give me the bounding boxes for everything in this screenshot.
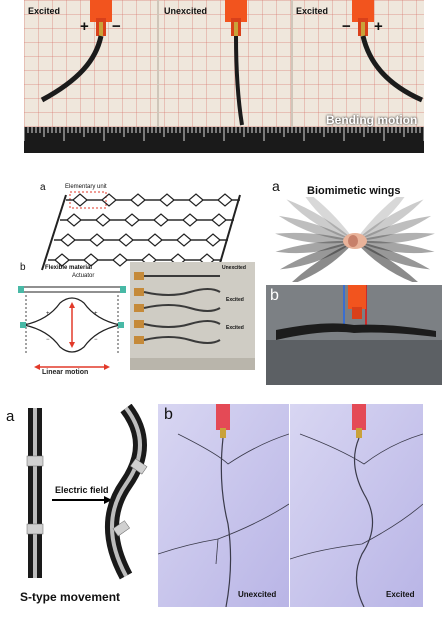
wings-photo-svg bbox=[266, 285, 442, 385]
s-type-schematic bbox=[26, 404, 148, 580]
wings-illustration bbox=[275, 197, 435, 282]
wings-label-b: b bbox=[270, 287, 279, 304]
actuator-photo-svg bbox=[130, 262, 255, 370]
strip-bent-left bbox=[40, 35, 104, 103]
clamp-left bbox=[90, 0, 112, 36]
s-type-photo-unexcited: b Unexcited bbox=[158, 404, 289, 607]
photo-label-excited-1: Excited bbox=[226, 297, 244, 303]
s-type-label-b: b bbox=[164, 406, 173, 423]
photo-caption-excited: Excited bbox=[386, 590, 415, 599]
strip-straight bbox=[234, 35, 244, 126]
photo-label-unexcited: Unexcited bbox=[222, 265, 246, 271]
wings-photo: b bbox=[266, 285, 442, 385]
elementary-unit-label: Elementary unit bbox=[65, 184, 107, 190]
frame-divider bbox=[291, 0, 293, 153]
unexcited-photo-svg bbox=[158, 404, 289, 607]
clamp-middle bbox=[225, 0, 247, 36]
svg-text:−: − bbox=[46, 337, 50, 343]
electric-field-label: Electric field bbox=[55, 485, 109, 495]
svg-text:−: − bbox=[94, 337, 98, 343]
bending-motion-panel: Excited Unexcited Excited + − − + Bendin… bbox=[24, 0, 424, 153]
actuator-label: Actuator bbox=[72, 273, 95, 279]
excited-photo-svg bbox=[290, 404, 423, 607]
frame-label-excited-2: Excited bbox=[296, 6, 329, 16]
sign-minus-right: − bbox=[342, 18, 351, 35]
s-type-caption: S-type movement bbox=[20, 590, 121, 604]
photo-label-excited-2: Excited bbox=[226, 325, 244, 331]
frame-label-excited-1: Excited bbox=[28, 6, 61, 16]
svg-text:+: + bbox=[46, 311, 50, 317]
s-type-photo-excited: Excited bbox=[290, 404, 423, 607]
wings-label-a: a bbox=[272, 178, 280, 194]
linear-motion-label: Linear motion bbox=[42, 369, 89, 376]
lattice-schematic bbox=[41, 191, 241, 271]
ruler bbox=[24, 127, 424, 153]
clamp-right bbox=[352, 0, 374, 36]
frame-divider bbox=[157, 0, 159, 153]
bending-strips-svg bbox=[40, 0, 424, 126]
ruler-ticks bbox=[24, 127, 424, 141]
wings-title: Biomimetic wings bbox=[307, 185, 401, 197]
photo-caption-unexcited: Unexcited bbox=[238, 590, 277, 599]
svg-text:+: + bbox=[94, 311, 98, 317]
flexible-material-label: Flexible material bbox=[45, 265, 93, 271]
actuator-photo: Unexcited Excited Excited bbox=[130, 262, 255, 370]
sign-minus-left: − bbox=[112, 18, 121, 35]
unit-schematic: + + − − bbox=[18, 286, 126, 370]
mid-left-label-a: a bbox=[40, 182, 46, 193]
s-type-label-a: a bbox=[6, 408, 15, 425]
bending-caption: Bending motion bbox=[326, 113, 418, 127]
frame-label-unexcited: Unexcited bbox=[164, 6, 208, 16]
sign-plus-right: + bbox=[374, 18, 383, 35]
strip-bent-right bbox=[360, 35, 424, 103]
mid-left-label-b: b bbox=[20, 262, 26, 273]
sign-plus-left: + bbox=[80, 18, 89, 35]
